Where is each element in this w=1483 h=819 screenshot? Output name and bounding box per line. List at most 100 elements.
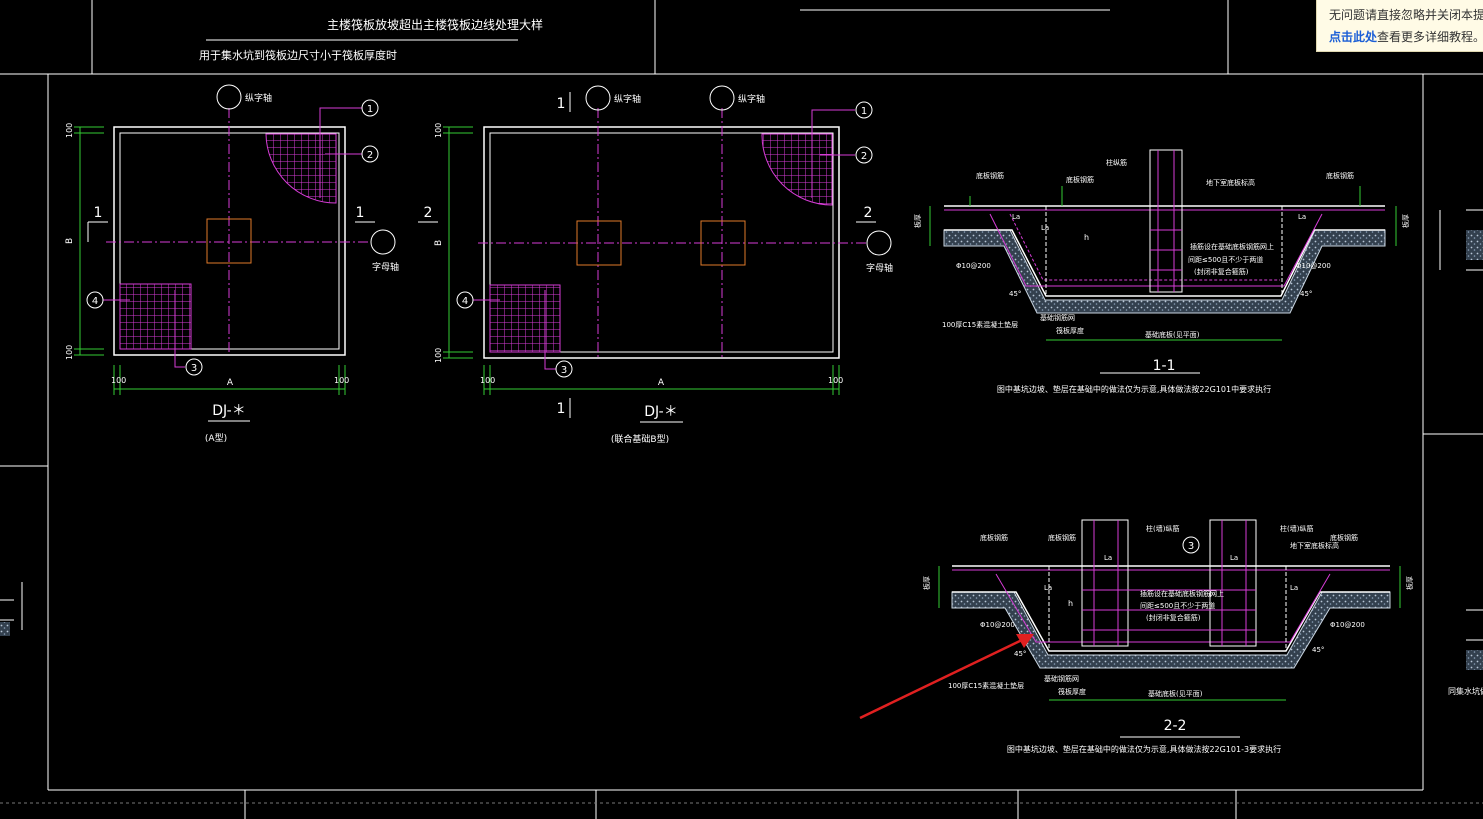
s2-label-column: 柱(墙)纵筋 [1146,524,1179,533]
s2-label-rebar-right: Φ10@200 [1330,621,1365,629]
plan-b-section-top: 1 [557,96,566,112]
svg-text:4: 4 [462,296,468,307]
s2-label-thick: 筏板厚度 [1058,687,1086,696]
s2-label-bottom: 基础底板(见平面) [1148,689,1203,698]
plan-b-dim-100-bottom: 100 [434,348,443,363]
plan-b-section-left: 2 [424,205,433,221]
s2-label-h: h [1068,599,1073,608]
s1-label-cushion: 100厚C15素混凝土垫层 [942,320,1018,329]
plan-b-section-right: 2 [864,205,873,221]
plan-a-callout-4: 4 [86,291,104,309]
plan-a-name: DJ-＊ [212,403,245,419]
plan-b-section-bottom: 1 [557,401,566,417]
s2-label-mid2: 间距≤500且不少于两道 [1140,601,1215,610]
svg-text:3: 3 [191,363,197,374]
plan-b-dim-a: A [658,378,665,388]
plan-b-axis-top-right: 纵字轴 [738,93,765,105]
plan-a-section-left: 1 [94,205,103,221]
plan-b-callout-2: 2 [855,146,873,164]
s1-label-h: h [1084,233,1089,242]
s2-label-column-right: 柱(墙)纵筋 [1280,524,1313,533]
s1-label-slab-top-mid: 底板钢筋 [1066,175,1094,184]
s1-label-rebar-left: Φ10@200 [956,262,991,270]
tip-notice: 无问题请直接忽略并关闭本提 点击此处查看更多详细教程。 [1316,0,1483,52]
s1-title: 1-1 [1153,358,1176,374]
svg-text:1: 1 [367,104,373,115]
plan-a-callout-1: 1 [361,99,379,117]
tip-notice-line2-text: 查看更多详细教程。 [1377,30,1483,44]
plan-a-dim-100-left: 100 [111,376,126,385]
s1-label-column: 柱纵筋 [1106,158,1127,167]
s2-label-slab-top: 底板钢筋 [980,533,1008,542]
s1-label-dim-v-right: 板厚 [1401,214,1410,228]
tip-notice-line2: 点击此处查看更多详细教程。 [1329,26,1483,48]
plan-b-callout-4: 4 [456,291,474,309]
s2-label-la-3: La [1044,584,1052,592]
s1-label-anchor: 基础钢筋网 [1040,313,1075,322]
s1-label-mid2: 间距≤500且不少于两道 [1188,255,1263,264]
plan-a-dim-a: A [227,378,234,388]
s2-label-angle-right: 45° [1312,646,1324,654]
plan-a-type: (A型) [205,433,227,444]
svg-text:2: 2 [367,150,373,161]
plan-b-name: DJ-＊ [644,404,677,420]
svg-text:3: 3 [561,365,567,376]
s2-label-slab-top2: 底板钢筋 [1048,533,1076,542]
right-partial-details [1439,209,1483,670]
s1-label-dim-v-left: 板厚 [913,214,922,228]
s1-label-la-mid: La [1041,224,1049,232]
s1-label-la-left: La [1012,213,1020,221]
section-1-1 [929,149,1397,374]
s1-label-thick: 筏板厚度 [1056,326,1084,335]
s2-label-dim-v-right: 板厚 [1405,576,1414,590]
plan-a-axis-top: 纵字轴 [245,92,272,104]
left-partial-detail [0,582,23,636]
plan-b-axis-top-left: 纵字轴 [614,93,641,105]
s2-label-cushion: 100厚C15素混凝土垫层 [948,681,1024,690]
plan-b [418,85,892,423]
s2-label-anchor: 基础钢筋网 [1044,674,1079,683]
plan-a-dim-100-top: 100 [65,123,74,138]
s2-note: 图中基坑边坡、垫层在基础中的做法仅为示意,具体做法按22G101-3要求执行 [1007,744,1281,754]
svg-text:3: 3 [1188,541,1194,552]
plan-b-dim-100-left: 100 [480,376,495,385]
s2-label-slab-top-right: 底板钢筋 [1330,533,1358,542]
s1-label-angle-left: 45° [1009,290,1021,298]
plan-b-callout-1: 1 [855,101,873,119]
s1-label-slab-top: 底板钢筋 [976,171,1004,180]
plan-a-section-right: 1 [356,205,365,221]
right-edge-label: 同集水坑做法 [1448,686,1483,696]
s2-label-dim-v-left: 板厚 [922,576,931,590]
header-subtitle: 用于集水坑到筏板边尺寸小于筏板厚度时 [199,48,397,62]
s2-label-la-1: La [1104,554,1112,562]
svg-text:4: 4 [92,296,98,307]
plan-a-dim-100-bottom: 100 [65,345,74,360]
plan-a-dim-b: B [65,238,75,244]
s1-label-mid1: 插筋设在基础底板钢筋网上 [1190,242,1274,251]
s1-note: 图中基坑边坡、垫层在基础中的做法仅为示意,具体做法按22G101中要求执行 [997,384,1271,394]
s1-label-slab-top-right: 底板钢筋 [1326,171,1354,180]
s1-label-rebar-right: Φ10@200 [1296,262,1331,270]
svg-text:1: 1 [861,106,867,117]
section-2-2 [859,519,1401,738]
plan-a-axis-right: 字母轴 [372,261,399,273]
s2-label-basement: 地下室底板标高 [1290,541,1339,550]
s2-title: 2-2 [1164,718,1187,734]
plan-b-axis-right: 字母轴 [866,262,893,274]
plan-a-callout-3: 3 [185,358,203,376]
s1-label-mid3: (封闭非复合箍筋) [1194,267,1249,276]
plan-b-dim-100-top: 100 [434,123,443,138]
plan-a-dim-100-right: 100 [334,376,349,385]
tip-notice-line1: 无问题请直接忽略并关闭本提 [1329,8,1483,22]
tip-notice-link[interactable]: 点击此处 [1329,30,1378,44]
plan-b-type: (联合基础B型) [611,433,669,445]
svg-text:2: 2 [861,151,867,162]
s2-label-rebar-left: Φ10@200 [980,621,1015,629]
s2-label-angle-left: 45° [1014,650,1026,658]
plan-b-callout-3: 3 [555,360,573,378]
header-title: 主楼筏板放坡超出主楼筏板边线处理大样 [327,17,543,32]
s1-label-bottom: 基础底板(见平面) [1145,330,1200,339]
s1-label-la-right: La [1298,213,1306,221]
